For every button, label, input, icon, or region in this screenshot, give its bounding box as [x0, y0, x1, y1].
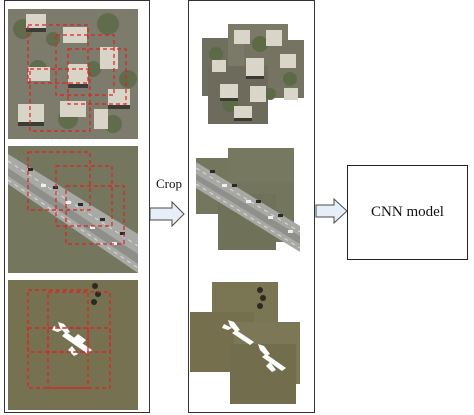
- highway-aerial-image: [8, 146, 138, 273]
- cnn-model-box: CNN model: [347, 165, 468, 260]
- highway-crops: [196, 148, 300, 252]
- cnn-model-label: CNN model: [371, 204, 444, 220]
- crop-arrow-icon: [149, 200, 185, 228]
- airport-aerial-image: [8, 280, 138, 410]
- urban-aerial-image: [8, 9, 138, 139]
- urban-crops: [202, 24, 304, 124]
- airport-crops: [190, 282, 300, 404]
- model-arrow-icon: [315, 197, 348, 225]
- crop-label: Crop: [156, 176, 182, 191]
